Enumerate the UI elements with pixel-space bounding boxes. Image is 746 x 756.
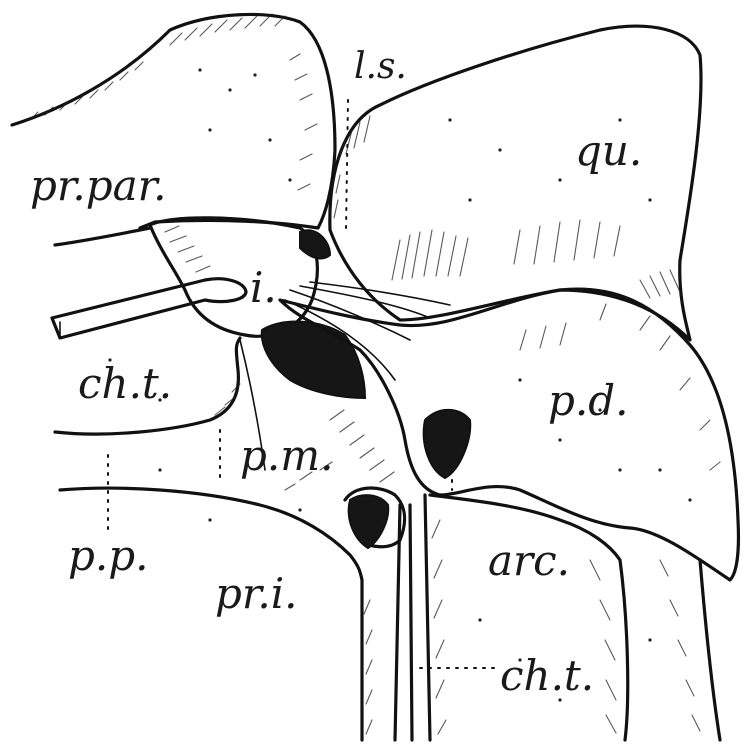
label-pr-i: pr.i. [215,569,297,618]
label-qu: qu. [575,126,642,175]
label-pr-par: pr.par. [30,161,166,210]
columella-rod [52,279,246,338]
label-p-d: p.d. [548,376,628,425]
label-l-s: l.s. [354,46,407,87]
label-ch-t-left: ch.t. [78,359,172,408]
label-p-m: p.m. [240,431,333,480]
label-ch-t-bottom: ch.t. [500,651,594,700]
label-i: i. [250,263,277,312]
lower-arcade [345,488,720,740]
label-p-p: p.p. [68,531,148,580]
label-arc: arc. [488,536,570,585]
